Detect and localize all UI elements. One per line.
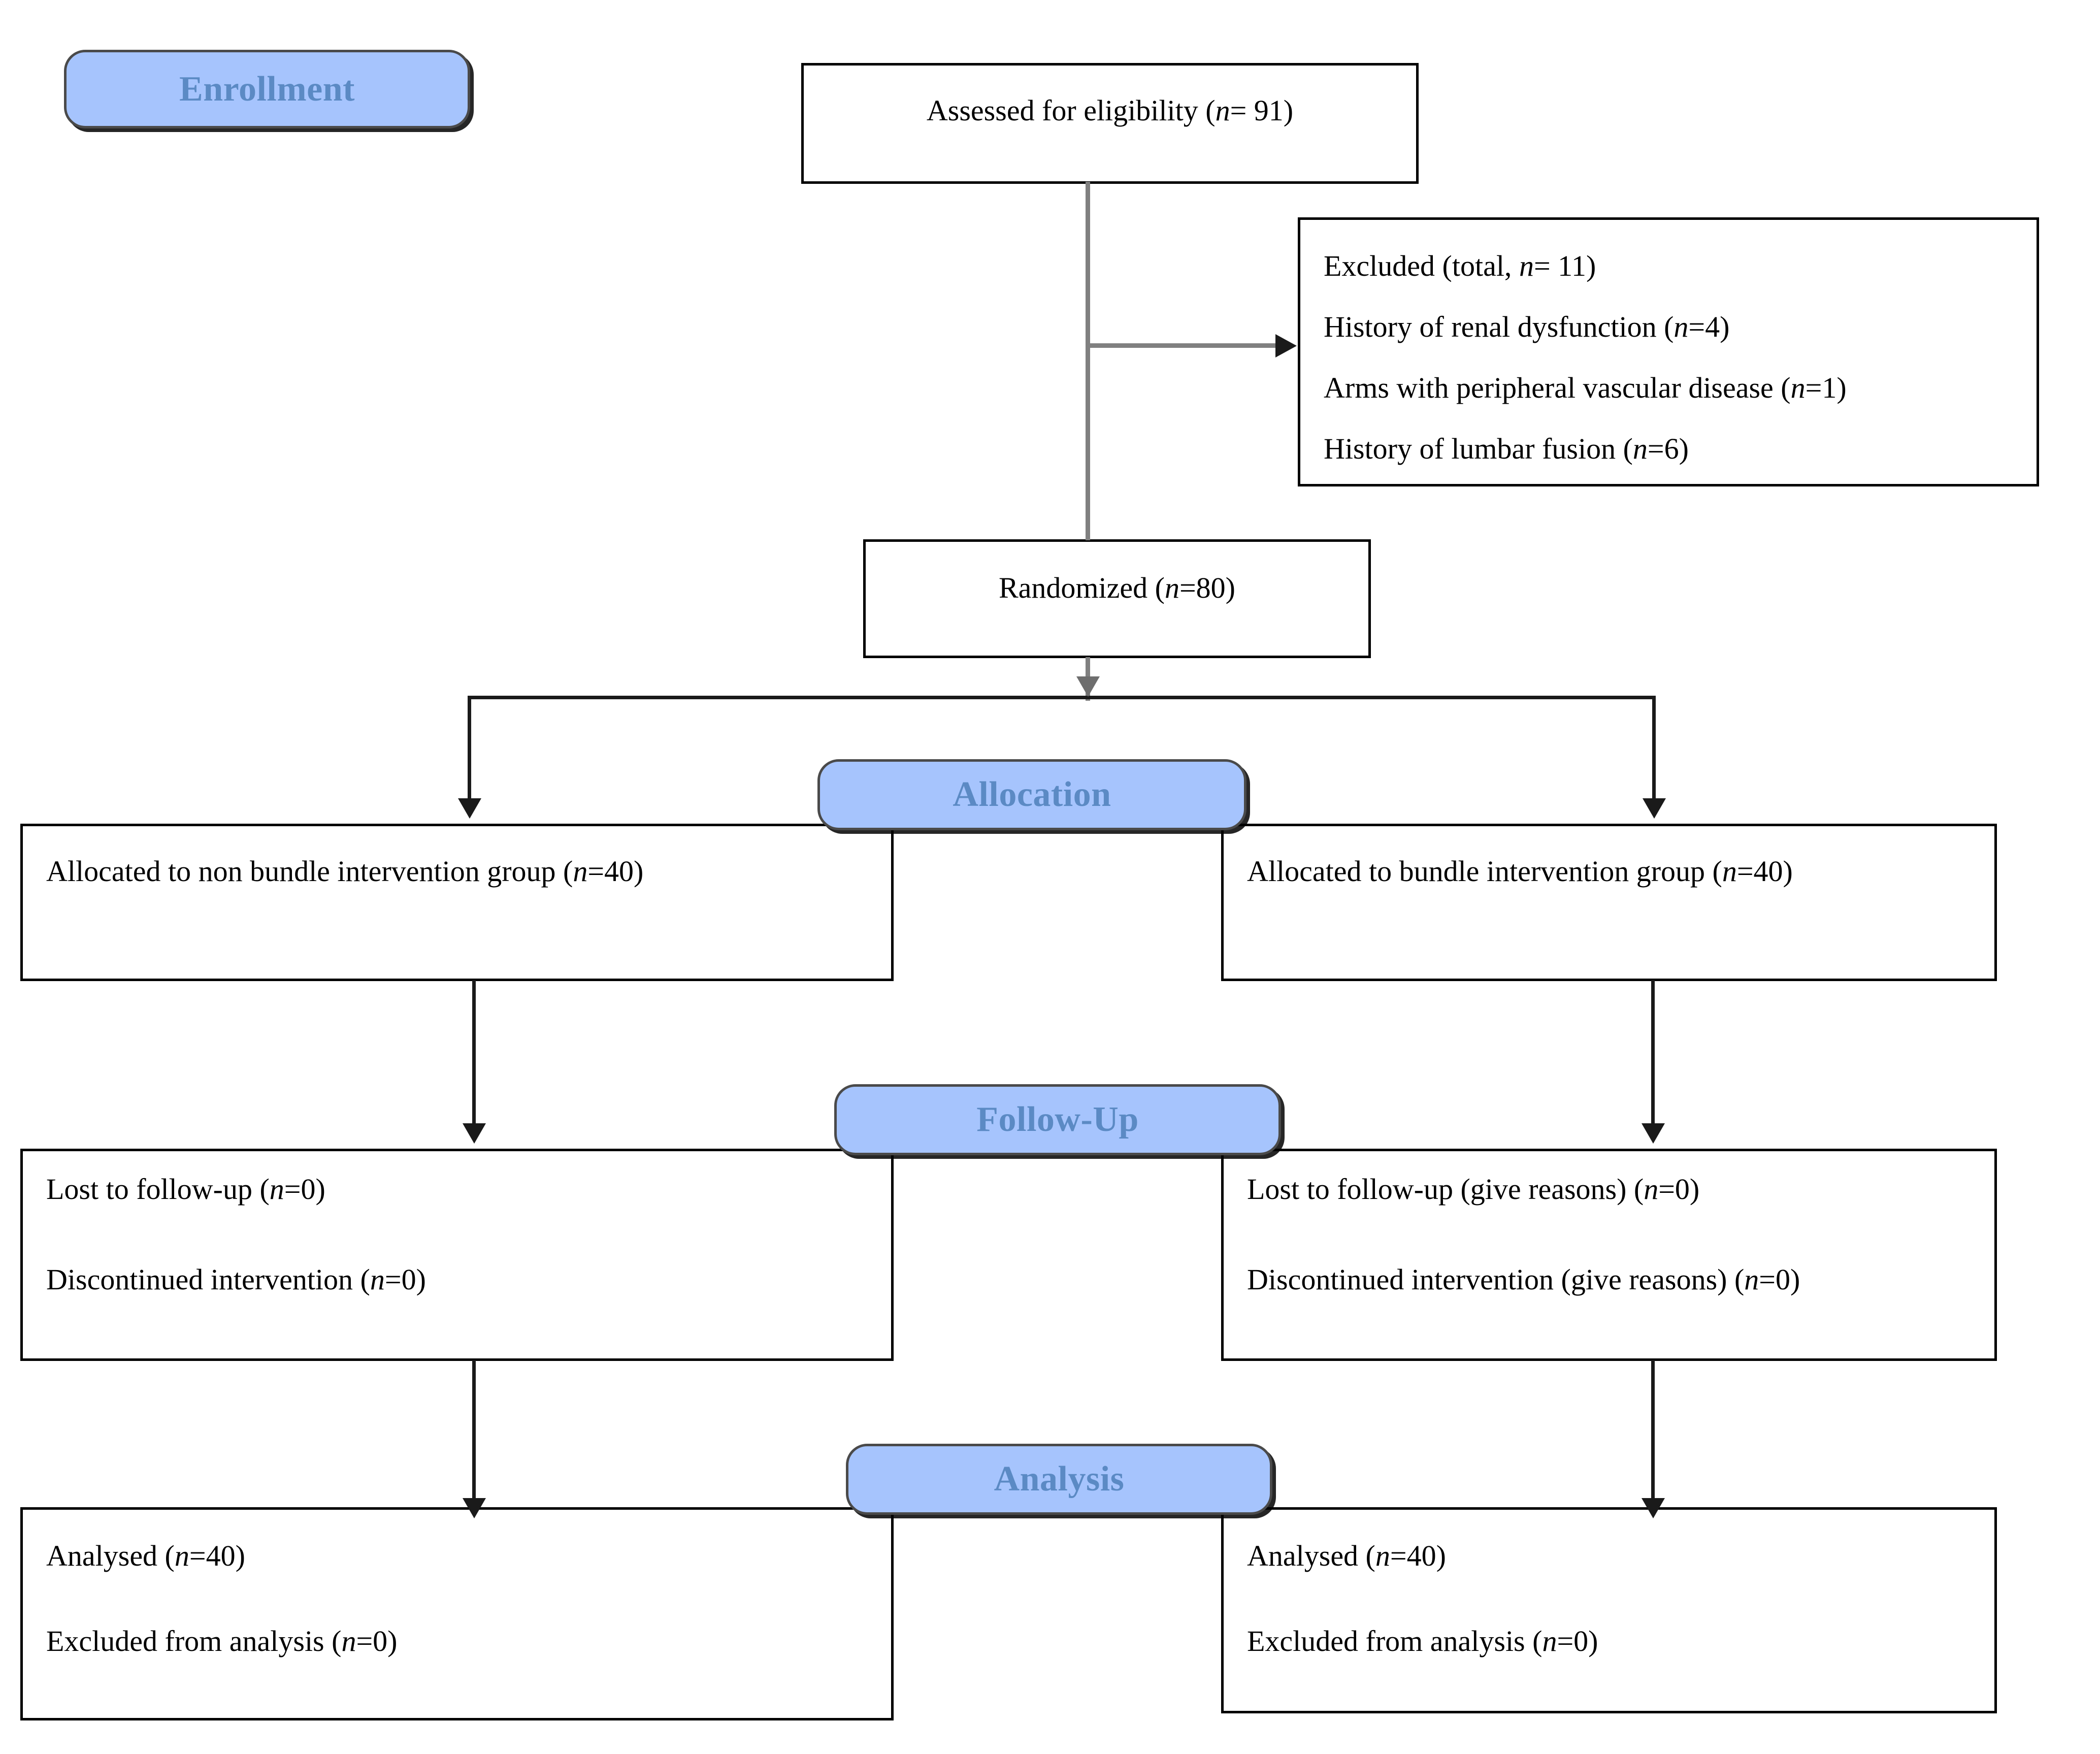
analysis-right-1-pre: Excluded from analysis (	[1247, 1625, 1543, 1658]
connector-followup-left-to-analysis	[472, 1360, 476, 1512]
arrow-followup-right	[1642, 1123, 1665, 1144]
excluded-1-n-italic: n	[1674, 310, 1689, 343]
box-allocated-right: Allocated to bundle intervention group (…	[1221, 824, 1997, 981]
followup-right-0-pre: Lost to follow-up (give reasons) (	[1247, 1173, 1644, 1206]
analysis-left-1-post: =0)	[356, 1625, 398, 1658]
followup-left-line-1: Discontinued intervention (n=0)	[46, 1265, 881, 1294]
followup-right-0-post: =0)	[1658, 1173, 1700, 1206]
analysis-right-line-0: Analysed (n=40)	[1247, 1541, 1984, 1571]
allocated-right-n-italic: n	[1722, 855, 1737, 888]
excluded-3-n-italic: n	[1632, 432, 1648, 465]
followup-right-1-post: =0)	[1759, 1263, 1800, 1296]
stage-badge-allocation: Allocation	[817, 759, 1246, 830]
excluded-0-pre: Excluded (total,	[1324, 249, 1519, 282]
followup-left-line-0: Lost to follow-up (n=0)	[46, 1175, 881, 1204]
assessed-for-eligibility-text: Assessed for eligibility (n= 91)	[804, 96, 1416, 125]
stage-badge-allocation-label: Allocation	[953, 775, 1111, 814]
analysis-right-line-1: Excluded from analysis (n=0)	[1247, 1627, 1984, 1656]
randomized-n-italic: n	[1164, 571, 1179, 604]
arrow-to-excluded	[1275, 334, 1297, 358]
assessed-pre: Assessed for eligibility (	[926, 94, 1216, 127]
allocated-left-pre: Allocated to non bundle intervention gro…	[46, 855, 573, 888]
excluded-line-0: Excluded (total, n= 11)	[1324, 251, 2026, 281]
randomized-pre: Randomized (	[999, 571, 1165, 604]
connector-alloc-right-to-followup	[1651, 980, 1655, 1138]
excluded-1-pre: History of renal dysfunction (	[1324, 310, 1674, 343]
analysis-right-1-n-italic: n	[1542, 1625, 1557, 1658]
allocated-right-pre: Allocated to bundle intervention group (	[1247, 855, 1722, 888]
analysis-left-0-pre: Analysed (	[46, 1539, 175, 1572]
connector-alloc-left-to-followup	[472, 980, 476, 1138]
excluded-2-n-italic: n	[1790, 371, 1806, 404]
assessed-n-italic: n	[1215, 94, 1230, 127]
followup-left-1-n-italic: n	[370, 1263, 385, 1296]
assessed-post: = 91)	[1230, 94, 1294, 127]
analysis-right-0-pre: Analysed (	[1247, 1539, 1375, 1572]
randomized-post: =80)	[1179, 571, 1235, 604]
box-analysis-left: Analysed (n=40) Excluded from analysis (…	[20, 1507, 894, 1720]
followup-left-1-pre: Discontinued intervention (	[46, 1263, 370, 1296]
excluded-0-post: = 11)	[1533, 249, 1596, 282]
connector-assessed-to-randomized	[1086, 182, 1090, 540]
allocated-right-text: Allocated to bundle intervention group (…	[1247, 857, 1984, 886]
excluded-2-post: =1)	[1805, 371, 1847, 404]
followup-right-1-n-italic: n	[1744, 1263, 1759, 1296]
followup-left-0-n-italic: n	[269, 1173, 284, 1206]
arrow-followup-left	[463, 1123, 486, 1144]
stage-badge-analysis-label: Analysis	[994, 1459, 1125, 1499]
analysis-left-0-n-italic: n	[174, 1539, 189, 1572]
allocated-left-n-italic: n	[573, 855, 588, 888]
connector-allocation-split-bar	[468, 696, 1656, 699]
arrow-analysis-right	[1642, 1498, 1665, 1518]
randomized-text: Randomized (n=80)	[866, 573, 1368, 603]
box-assessed-for-eligibility: Assessed for eligibility (n= 91)	[801, 63, 1419, 184]
followup-left-1-post: =0)	[384, 1263, 426, 1296]
box-followup-right: Lost to follow-up (give reasons) (n=0) D…	[1221, 1149, 1997, 1361]
connector-followup-right-to-analysis	[1651, 1360, 1655, 1512]
stage-badge-enrollment: Enrollment	[64, 50, 470, 128]
box-excluded: Excluded (total, n= 11) History of renal…	[1298, 217, 2039, 486]
stage-badge-analysis: Analysis	[846, 1444, 1272, 1515]
allocated-right-post: =40)	[1736, 855, 1793, 888]
followup-left-0-pre: Lost to follow-up (	[46, 1173, 270, 1206]
excluded-line-3: History of lumbar fusion (n=6)	[1324, 434, 2026, 464]
excluded-line-1: History of renal dysfunction (n=4)	[1324, 312, 2026, 342]
box-randomized: Randomized (n=80)	[863, 539, 1371, 658]
followup-right-1-pre: Discontinued intervention (give reasons)…	[1247, 1263, 1745, 1296]
excluded-0-n-italic: n	[1519, 249, 1534, 282]
excluded-1-post: =4)	[1688, 310, 1730, 343]
box-followup-left: Lost to follow-up (n=0) Discontinued int…	[20, 1149, 894, 1361]
analysis-left-1-n-italic: n	[341, 1625, 356, 1658]
analysis-left-line-1: Excluded from analysis (n=0)	[46, 1627, 881, 1656]
arrow-allocation-left	[458, 798, 481, 819]
analysis-right-0-post: =40)	[1390, 1539, 1446, 1572]
followup-right-line-1: Discontinued intervention (give reasons)…	[1247, 1265, 1984, 1294]
analysis-right-0-n-italic: n	[1375, 1539, 1390, 1572]
excluded-2-pre: Arms with peripheral vascular disease (	[1324, 371, 1791, 404]
analysis-right-1-post: =0)	[1557, 1625, 1598, 1658]
followup-right-line-0: Lost to follow-up (give reasons) (n=0)	[1247, 1175, 1984, 1204]
connector-allocation-left-drop	[468, 696, 471, 814]
arrow-allocation-right	[1643, 798, 1666, 819]
allocated-left-text: Allocated to non bundle intervention gro…	[46, 857, 881, 886]
arrow-randomized-down	[1076, 676, 1100, 697]
followup-left-0-post: =0)	[284, 1173, 325, 1206]
arrow-analysis-left	[463, 1498, 486, 1518]
analysis-left-1-pre: Excluded from analysis (	[46, 1625, 342, 1658]
analysis-left-line-0: Analysed (n=40)	[46, 1541, 881, 1571]
followup-right-0-n-italic: n	[1644, 1173, 1659, 1206]
allocated-left-post: =40)	[587, 855, 644, 888]
excluded-line-2: Arms with peripheral vascular disease (n…	[1324, 373, 2026, 403]
stage-badge-followup-label: Follow-Up	[976, 1100, 1139, 1139]
connector-allocation-right-drop	[1652, 696, 1656, 814]
excluded-3-pre: History of lumbar fusion (	[1324, 432, 1633, 465]
analysis-left-0-post: =40)	[189, 1539, 245, 1572]
excluded-3-post: =6)	[1647, 432, 1689, 465]
connector-assessed-to-excluded	[1088, 343, 1291, 348]
stage-badge-enrollment-label: Enrollment	[179, 69, 355, 109]
box-analysis-right: Analysed (n=40) Excluded from analysis (…	[1221, 1507, 1997, 1713]
stage-badge-followup: Follow-Up	[834, 1084, 1281, 1155]
box-allocated-left: Allocated to non bundle intervention gro…	[20, 824, 894, 981]
